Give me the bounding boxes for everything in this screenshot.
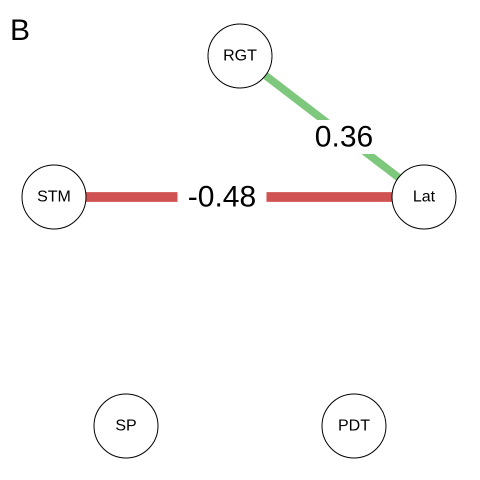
node-circle [207, 23, 273, 89]
node-lat: Lat [391, 164, 457, 230]
node-circle [21, 164, 87, 230]
node-label: Lat [413, 189, 436, 206]
node-label: RGT [223, 48, 257, 65]
node-circle [391, 164, 457, 230]
nodes-layer: RGT STM Lat SP PDT [21, 23, 457, 459]
edge-weight-label: 0.36 [315, 121, 373, 154]
node-label: SP [115, 418, 136, 435]
node-pdt: PDT [321, 393, 387, 459]
edge-label-background [308, 120, 380, 154]
node-stm: STM [21, 164, 87, 230]
node-label: STM [37, 189, 71, 206]
panel-label: B [10, 14, 30, 47]
node-circle [93, 393, 159, 459]
node-circle [321, 393, 387, 459]
edge-labels-layer: 0.36 -0.48 [177, 120, 380, 214]
node-label: PDT [338, 418, 370, 435]
node-sp: SP [93, 393, 159, 459]
edge-weight-label: -0.48 [188, 181, 256, 214]
edge-label-background [177, 180, 267, 214]
node-rgt: RGT [207, 23, 273, 89]
